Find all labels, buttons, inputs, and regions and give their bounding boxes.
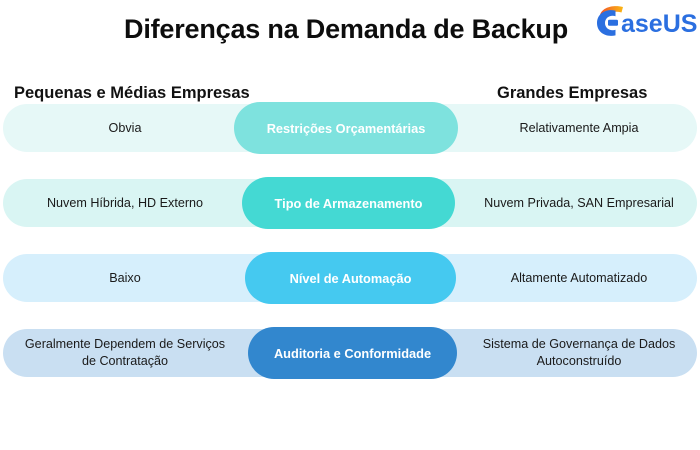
row-3-smb-value: Baixo (109, 270, 141, 285)
easeus-logo-text: aseUS (621, 10, 697, 38)
row-1-enterprise-value: Relativamente Ampia (519, 120, 639, 135)
page-title: Diferenças na Demanda de Backup (124, 14, 568, 44)
easeus-logo: aseUS (594, 4, 700, 38)
row-2-category-pill: Tipo de Armazenamento (242, 177, 455, 229)
column-heading-enterprise: Grandes Empresas (497, 84, 648, 102)
table-row: Nuvem Híbrida, HD Externo Tipo de Armaze… (3, 177, 697, 229)
row-2-smb-value: Nuvem Híbrida, HD Externo (46, 195, 204, 210)
table-row: Obvia Restrições Orçamentárias Relativam… (3, 102, 697, 154)
comparison-rows: Obvia Restrições Orçamentárias Relativam… (0, 102, 700, 379)
table-row: Baixo Nível de Automação Altamente Autom… (3, 252, 697, 304)
row-4-category-pill: Auditoria e Conformidade (248, 327, 457, 379)
row-4-enterprise-value: Sistema de Governança de Dados Autoconst… (482, 337, 676, 368)
row-3-category-pill: Nível de Automação (245, 252, 456, 304)
column-headings: Pequenas e Médias Empresas Grandes Empre… (0, 62, 700, 104)
row-1-category-pill: Restrições Orçamentárias (234, 102, 458, 154)
row-1-smb-value: Obvia (108, 120, 142, 135)
column-heading-smb: Pequenas e Médias Empresas (14, 84, 250, 102)
row-4-smb-value: Geralmente Dependem de Serviços de Contr… (24, 337, 226, 368)
row-3-enterprise-value: Altamente Automatizado (510, 270, 648, 285)
infographic-header: Diferenças na Demanda de Backup aseUS (0, 0, 700, 62)
table-row: Geralmente Dependem de Serviços de Contr… (3, 327, 697, 379)
row-2-enterprise-value: Nuvem Privada, SAN Empresarial (484, 195, 674, 210)
